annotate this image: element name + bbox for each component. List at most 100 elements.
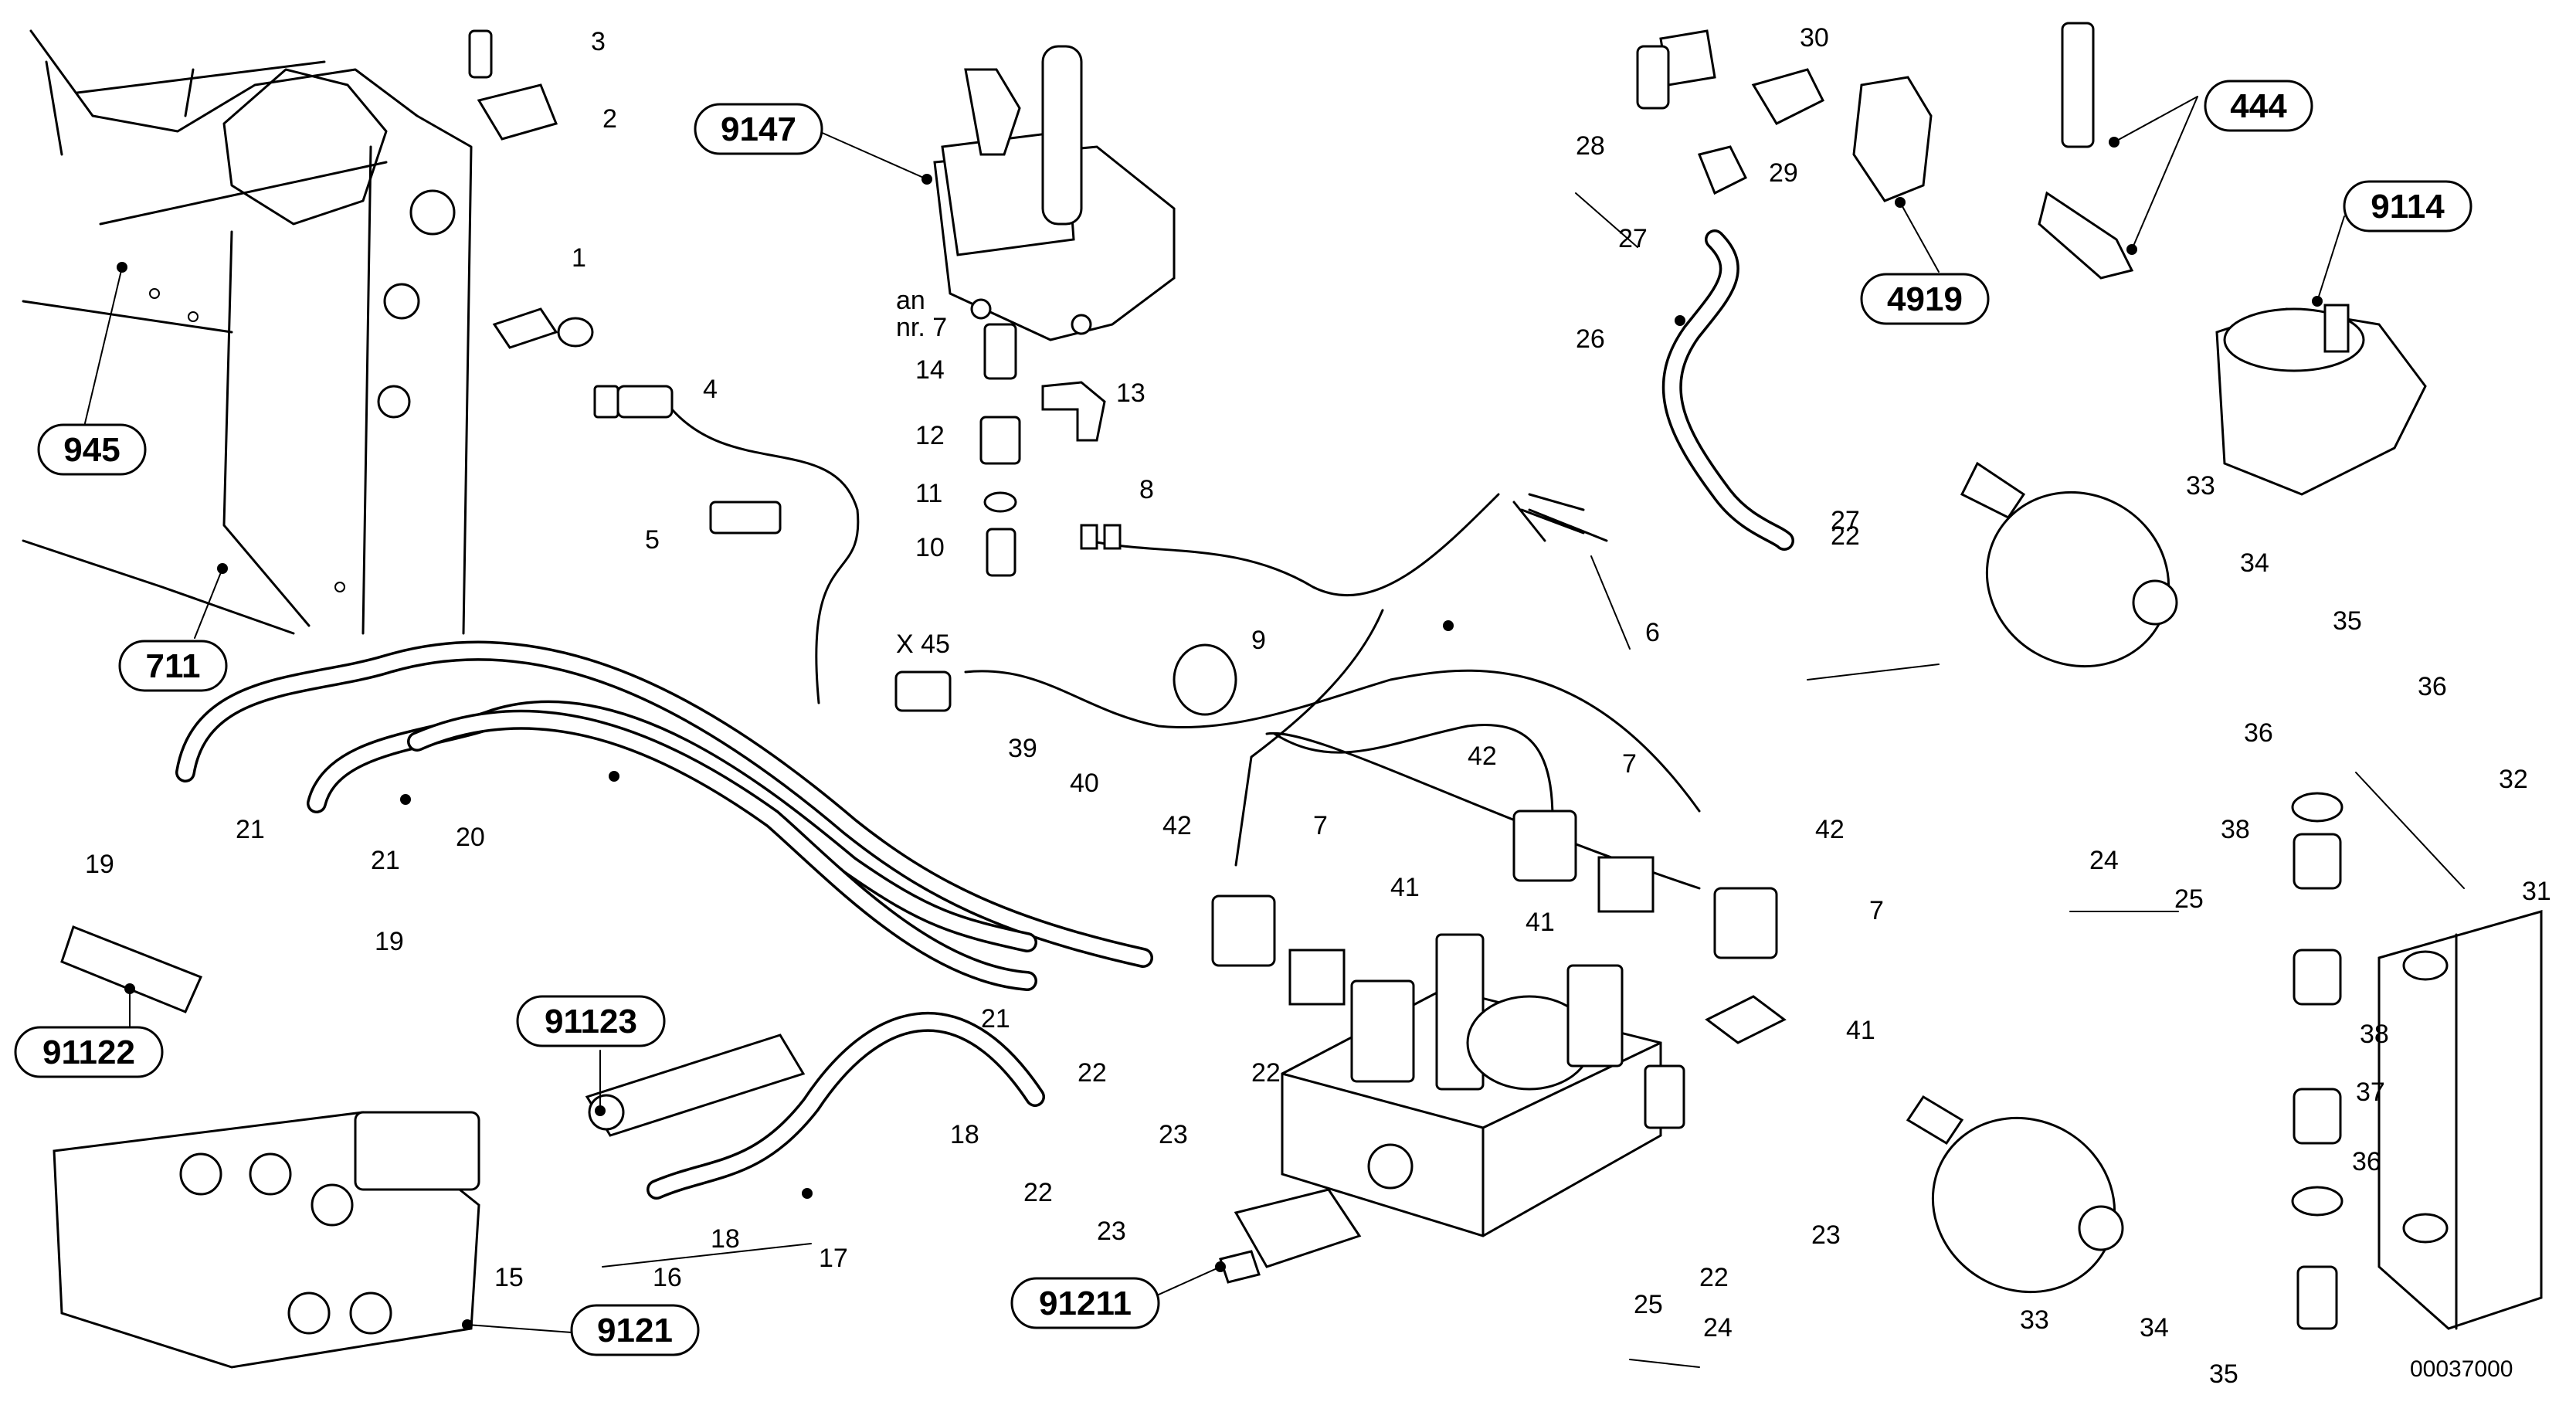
callout-11: 11 [915, 479, 942, 508]
callout-35: 35 [2209, 1359, 2238, 1389]
callout-9: 9 [1251, 626, 1266, 655]
callout-35: 35 [2333, 606, 2362, 636]
callout-34: 34 [2240, 548, 2269, 578]
callout-23: 23 [1159, 1120, 1188, 1149]
callout-27: 27 [1831, 506, 1860, 535]
callout-18: 18 [711, 1224, 740, 1254]
callout-26: 26 [1576, 324, 1605, 354]
callout-7: 7 [1622, 749, 1637, 779]
callout-8: 8 [1139, 475, 1154, 504]
callout-25: 25 [1634, 1290, 1663, 1319]
callout-1: 1 [572, 243, 586, 273]
accumulator-33-upper [1960, 461, 2178, 668]
badge-444: 444 [2204, 80, 2313, 132]
callout-28: 28 [1576, 131, 1605, 161]
callout-31: 31 [2522, 877, 2551, 906]
callout-21: 21 [981, 1004, 1010, 1034]
callout-22: 22 [1078, 1058, 1107, 1088]
callout-36: 36 [2352, 1147, 2381, 1176]
callout-24: 24 [1703, 1313, 1733, 1342]
callout-14: 14 [915, 355, 945, 385]
callout-33: 33 [2020, 1305, 2049, 1335]
pressure-sensor-91211 [1219, 1188, 1362, 1284]
valve-block [1281, 933, 1685, 1237]
badge-91122: 91122 [14, 1026, 164, 1078]
callout-4: 4 [703, 375, 718, 404]
badge-9147: 9147 [694, 103, 823, 155]
callout-7: 7 [1313, 811, 1328, 840]
callout-41: 41 [1390, 873, 1420, 902]
callout-19: 19 [375, 927, 404, 956]
callout-42: 42 [1815, 815, 1845, 844]
callout-10: 10 [915, 533, 945, 562]
badge-945: 945 [37, 423, 147, 476]
badge-label: 9114 [2371, 188, 2445, 226]
badge-label: 9121 [597, 1312, 673, 1349]
hose-clamp-9 [1173, 643, 1237, 716]
callout-24: 24 [2089, 846, 2119, 875]
hose-444 [2038, 22, 2134, 280]
callout-22: 22 [1251, 1058, 1281, 1088]
callout-36: 36 [2418, 672, 2447, 701]
callout-20: 20 [456, 823, 485, 852]
badge-4919: 4919 [1860, 273, 1990, 325]
callout-41: 41 [1526, 908, 1555, 937]
callout-19: 19 [85, 850, 114, 879]
callout-37: 37 [2356, 1078, 2385, 1107]
callout-3: 3 [591, 27, 606, 56]
badge-label: 91123 [545, 1003, 637, 1040]
brake-valve-9114 [2215, 304, 2427, 496]
callout-25: 25 [2174, 884, 2204, 914]
callout-21: 21 [371, 846, 400, 875]
accumulator-33-lower [1906, 1095, 2124, 1294]
callout-32: 32 [2499, 765, 2528, 794]
callout-36: 36 [2244, 718, 2273, 748]
callout-22: 22 [1023, 1178, 1053, 1207]
callout-40: 40 [1070, 769, 1099, 798]
callout-42: 42 [1162, 811, 1192, 840]
control-valve-9121 [53, 1111, 480, 1369]
badge-9114: 9114 [2343, 180, 2472, 233]
callout-29: 29 [1769, 158, 1798, 188]
callout-38: 38 [2360, 1020, 2389, 1049]
badge-9121: 9121 [570, 1304, 700, 1356]
callout-21: 21 [236, 815, 265, 844]
fittings-10-14 [979, 323, 1106, 577]
callout-15: 15 [494, 1263, 524, 1292]
badge-label: 444 [2230, 87, 2287, 125]
callout-23: 23 [1811, 1220, 1841, 1250]
callout-27: 27 [1618, 224, 1648, 253]
drawing-code: 00037000 [2410, 1356, 2513, 1382]
hose-26 [1661, 229, 1794, 551]
callout-6: 6 [1645, 618, 1660, 647]
hose-91123 [585, 1034, 806, 1137]
badge-711: 711 [118, 640, 228, 692]
sensor-4-cable [468, 29, 860, 704]
badge-label: 711 [146, 647, 201, 685]
connector-label: X 45 [896, 630, 950, 659]
callout-23: 23 [1097, 1217, 1126, 1246]
callout-22: 22 [1831, 521, 1860, 551]
check-valve-4919 [1852, 76, 1933, 202]
badge-label: 9147 [721, 110, 796, 148]
fittings-28-30 [1636, 29, 1825, 195]
callout-18: 18 [950, 1120, 979, 1149]
callout-2: 2 [602, 104, 617, 134]
badge-label: 91211 [1039, 1285, 1132, 1322]
leader-lines [602, 192, 2465, 1368]
note-line-2: nr. 7 [896, 313, 947, 342]
solenoid-coils [1211, 810, 1787, 1044]
callout-22: 22 [1699, 1263, 1729, 1292]
callout-39: 39 [1008, 734, 1037, 763]
bracket-31 [2377, 910, 2543, 1330]
badge-label: 91122 [42, 1034, 135, 1071]
hose-bundle-20 [175, 640, 1153, 1200]
fitting-stack [2291, 792, 2344, 1330]
callout-13: 13 [1116, 378, 1145, 408]
callout-16: 16 [653, 1263, 682, 1292]
callout-41: 41 [1846, 1016, 1875, 1045]
